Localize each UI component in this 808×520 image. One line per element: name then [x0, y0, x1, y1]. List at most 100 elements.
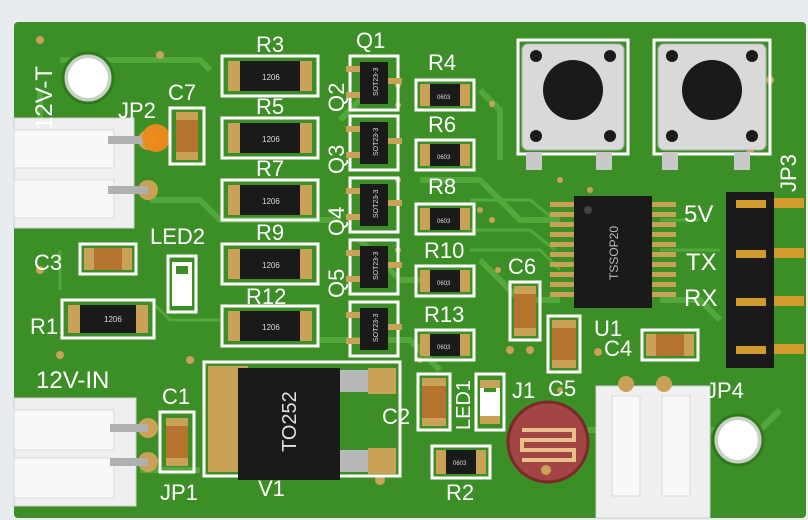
- label-tx: TX: [686, 249, 717, 276]
- silkscreen-labels: R3 R5 R7 R9 R12 Q1 Q2 Q3 Q4 Q5 R4 R6 R8 …: [30, 28, 801, 505]
- component-v1: [202, 360, 402, 480]
- label-c7: C7: [168, 80, 196, 105]
- label-r4: R4: [428, 50, 456, 75]
- pkg-r12: 1206: [262, 323, 280, 332]
- label-r12: R12: [246, 284, 286, 309]
- label-jp4: JP4: [706, 378, 744, 403]
- component-r10: [414, 264, 476, 298]
- component-q1: [346, 54, 402, 112]
- component-c2: [416, 372, 452, 432]
- mount-hole-inner: [68, 58, 108, 98]
- component-r6: [414, 138, 476, 172]
- component-c7: [168, 106, 206, 166]
- label-r13: R13: [424, 302, 464, 327]
- label-r5: R5: [256, 94, 284, 119]
- component-r9: [220, 242, 320, 286]
- pkg-r4: 0603: [437, 95, 451, 101]
- label-jp3: JP3: [776, 154, 801, 192]
- pkg-q2: SOT23-3: [373, 127, 380, 156]
- label-r7: R7: [256, 156, 284, 181]
- package-markings: 1206 1206 1206 1206 1206 1206 SOT23-3 SO…: [104, 67, 621, 467]
- component-q3: [346, 176, 402, 234]
- label-v1: V1: [258, 476, 285, 501]
- pkg-r3: 1206: [262, 73, 280, 82]
- label-q1: Q1: [356, 28, 385, 53]
- tactile-button-left: [516, 38, 630, 170]
- transistor-column: [346, 54, 402, 358]
- header-jp3: [726, 192, 804, 368]
- component-c6: [508, 280, 542, 342]
- pkg-u1: TSSOP20: [607, 226, 621, 280]
- component-q2: [346, 114, 402, 172]
- label-r8: R8: [428, 174, 456, 199]
- pkg-q1: SOT23-3: [373, 67, 380, 96]
- component-r7: [220, 178, 320, 222]
- tactile-button-right: [652, 38, 772, 170]
- connector-12v-t: [13, 117, 158, 229]
- label-r1: R1: [30, 314, 58, 339]
- label-q4: Q4: [324, 207, 349, 236]
- connector-jp4: [595, 376, 711, 519]
- label-c6: C6: [508, 254, 536, 279]
- component-r2: [430, 444, 492, 480]
- label-c1: C1: [162, 384, 190, 409]
- label-jp1: JP1: [160, 480, 198, 505]
- pkg-r13: 0603: [437, 345, 451, 351]
- component-r5: [220, 116, 320, 160]
- pkg-r2: 0603: [453, 461, 467, 467]
- pkg-r9: 1206: [262, 261, 280, 270]
- label-led2: LED2: [150, 224, 205, 249]
- component-r3: [220, 54, 320, 98]
- component-c5: [546, 314, 582, 374]
- pkg-r6: 0603: [437, 155, 451, 161]
- pkg-q3: SOT23-3: [373, 189, 380, 218]
- component-q4: [346, 238, 402, 296]
- label-c3: C3: [34, 250, 62, 275]
- connector-12v-in: [13, 397, 158, 507]
- label-5v: 5V: [684, 201, 713, 228]
- label-c4: C4: [604, 336, 632, 361]
- label-q5: Q5: [324, 269, 349, 298]
- label-u1: U1: [594, 316, 622, 341]
- component-c3: [78, 242, 138, 276]
- component-u1: [550, 196, 676, 308]
- pkg-r8: 0603: [437, 219, 451, 225]
- label-c5: C5: [548, 376, 576, 401]
- label-q2: Q2: [324, 83, 349, 112]
- pkg-r1: 1206: [104, 315, 122, 324]
- component-r8: [414, 202, 476, 236]
- component-r13: [414, 328, 476, 362]
- label-12v-in: 12V-IN: [36, 367, 109, 394]
- label-r2: R2: [446, 480, 474, 505]
- label-j1: J1: [512, 378, 535, 403]
- label-q3: Q3: [324, 145, 349, 174]
- pkg-q4: SOT23-3: [373, 251, 380, 280]
- label-r9: R9: [256, 220, 284, 245]
- component-r12: [220, 304, 320, 348]
- label-r6: R6: [428, 112, 456, 137]
- label-c2: C2: [382, 404, 410, 429]
- pkg-r7: 1206: [262, 197, 280, 206]
- resistor-column: [220, 54, 320, 348]
- component-q5: [346, 300, 402, 358]
- component-c4: [640, 328, 700, 362]
- pkg-r5: 1206: [262, 135, 280, 144]
- small-resistor-column: [414, 78, 476, 362]
- label-12v-t: 12V-T: [31, 66, 58, 130]
- label-led1: LED1: [453, 380, 475, 430]
- component-c1: [158, 410, 196, 474]
- pkg-q5: SOT23-3: [373, 313, 380, 342]
- component-r1: [60, 298, 156, 340]
- label-jp2: JP2: [118, 98, 156, 123]
- mount-hole-inner: [718, 420, 758, 460]
- component-led1: [474, 372, 506, 432]
- label-r10: R10: [424, 238, 464, 263]
- pkg-v1: TO252: [279, 391, 301, 452]
- component-r4: [414, 78, 476, 112]
- label-r3: R3: [256, 32, 284, 57]
- component-j1-photoresistor: [506, 400, 590, 484]
- component-led2: [166, 254, 198, 314]
- led-orange: [142, 124, 170, 152]
